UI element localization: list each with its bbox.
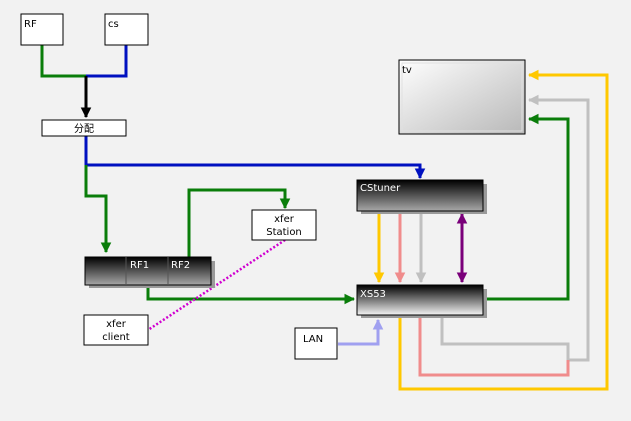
node-tv-label: tv bbox=[402, 65, 412, 76]
connector-rf2-to-xfer-station bbox=[187, 188, 291, 257]
node-lan[interactable]: LAN bbox=[294, 327, 338, 360]
node-xfer-station-line1: xfer bbox=[274, 214, 295, 225]
node-cs-label: cs bbox=[108, 19, 119, 30]
node-xfer-client-line1: xfer bbox=[106, 319, 127, 330]
node-xs53-label: XS53 bbox=[360, 289, 386, 300]
node-xfer-station-line2: Station bbox=[266, 227, 302, 238]
node-xfer-client-line2: client bbox=[102, 332, 130, 343]
node-lan-label: LAN bbox=[303, 334, 323, 345]
node-xfer-client[interactable]: xfer client bbox=[83, 314, 149, 346]
connector-xs53-to-tv bbox=[484, 113, 570, 301]
node-cstuner-label: CStuner bbox=[360, 183, 401, 194]
node-xs53[interactable]: XS53 bbox=[356, 284, 487, 318]
connector-lan-to-xs53 bbox=[338, 318, 384, 346]
node-rf-box-port1: RF1 bbox=[130, 260, 149, 271]
connector-xs53-to-tv-gray bbox=[440, 94, 590, 362]
node-rf[interactable]: RF bbox=[20, 13, 64, 46]
connector-rf-to-splitter bbox=[40, 45, 86, 78]
node-splitter[interactable]: 分配 bbox=[41, 119, 127, 137]
connector-xs53-to-tv-yellow bbox=[398, 69, 609, 391]
node-rf-box-port2: RF2 bbox=[171, 260, 190, 271]
connector-splitter-to-rf1 bbox=[84, 165, 112, 254]
connector-splitter-to-cstuner bbox=[84, 136, 426, 180]
connectors bbox=[40, 45, 609, 391]
node-cs[interactable]: cs bbox=[104, 13, 149, 46]
connector-xfer-station-to-client bbox=[147, 238, 286, 332]
node-tv[interactable]: tv bbox=[398, 59, 526, 135]
node-splitter-label: 分配 bbox=[74, 123, 94, 135]
connector-xs53-pink-loop bbox=[418, 316, 570, 377]
connector-cs-to-splitter bbox=[86, 45, 128, 78]
node-rf-label: RF bbox=[24, 19, 37, 30]
node-xfer-station[interactable]: xfer Station bbox=[251, 209, 317, 241]
connector-rfbox-to-xs53 bbox=[146, 287, 356, 305]
node-rf-box[interactable]: RF1 RF2 bbox=[84, 256, 215, 288]
node-cstuner[interactable]: CStuner bbox=[356, 179, 487, 214]
